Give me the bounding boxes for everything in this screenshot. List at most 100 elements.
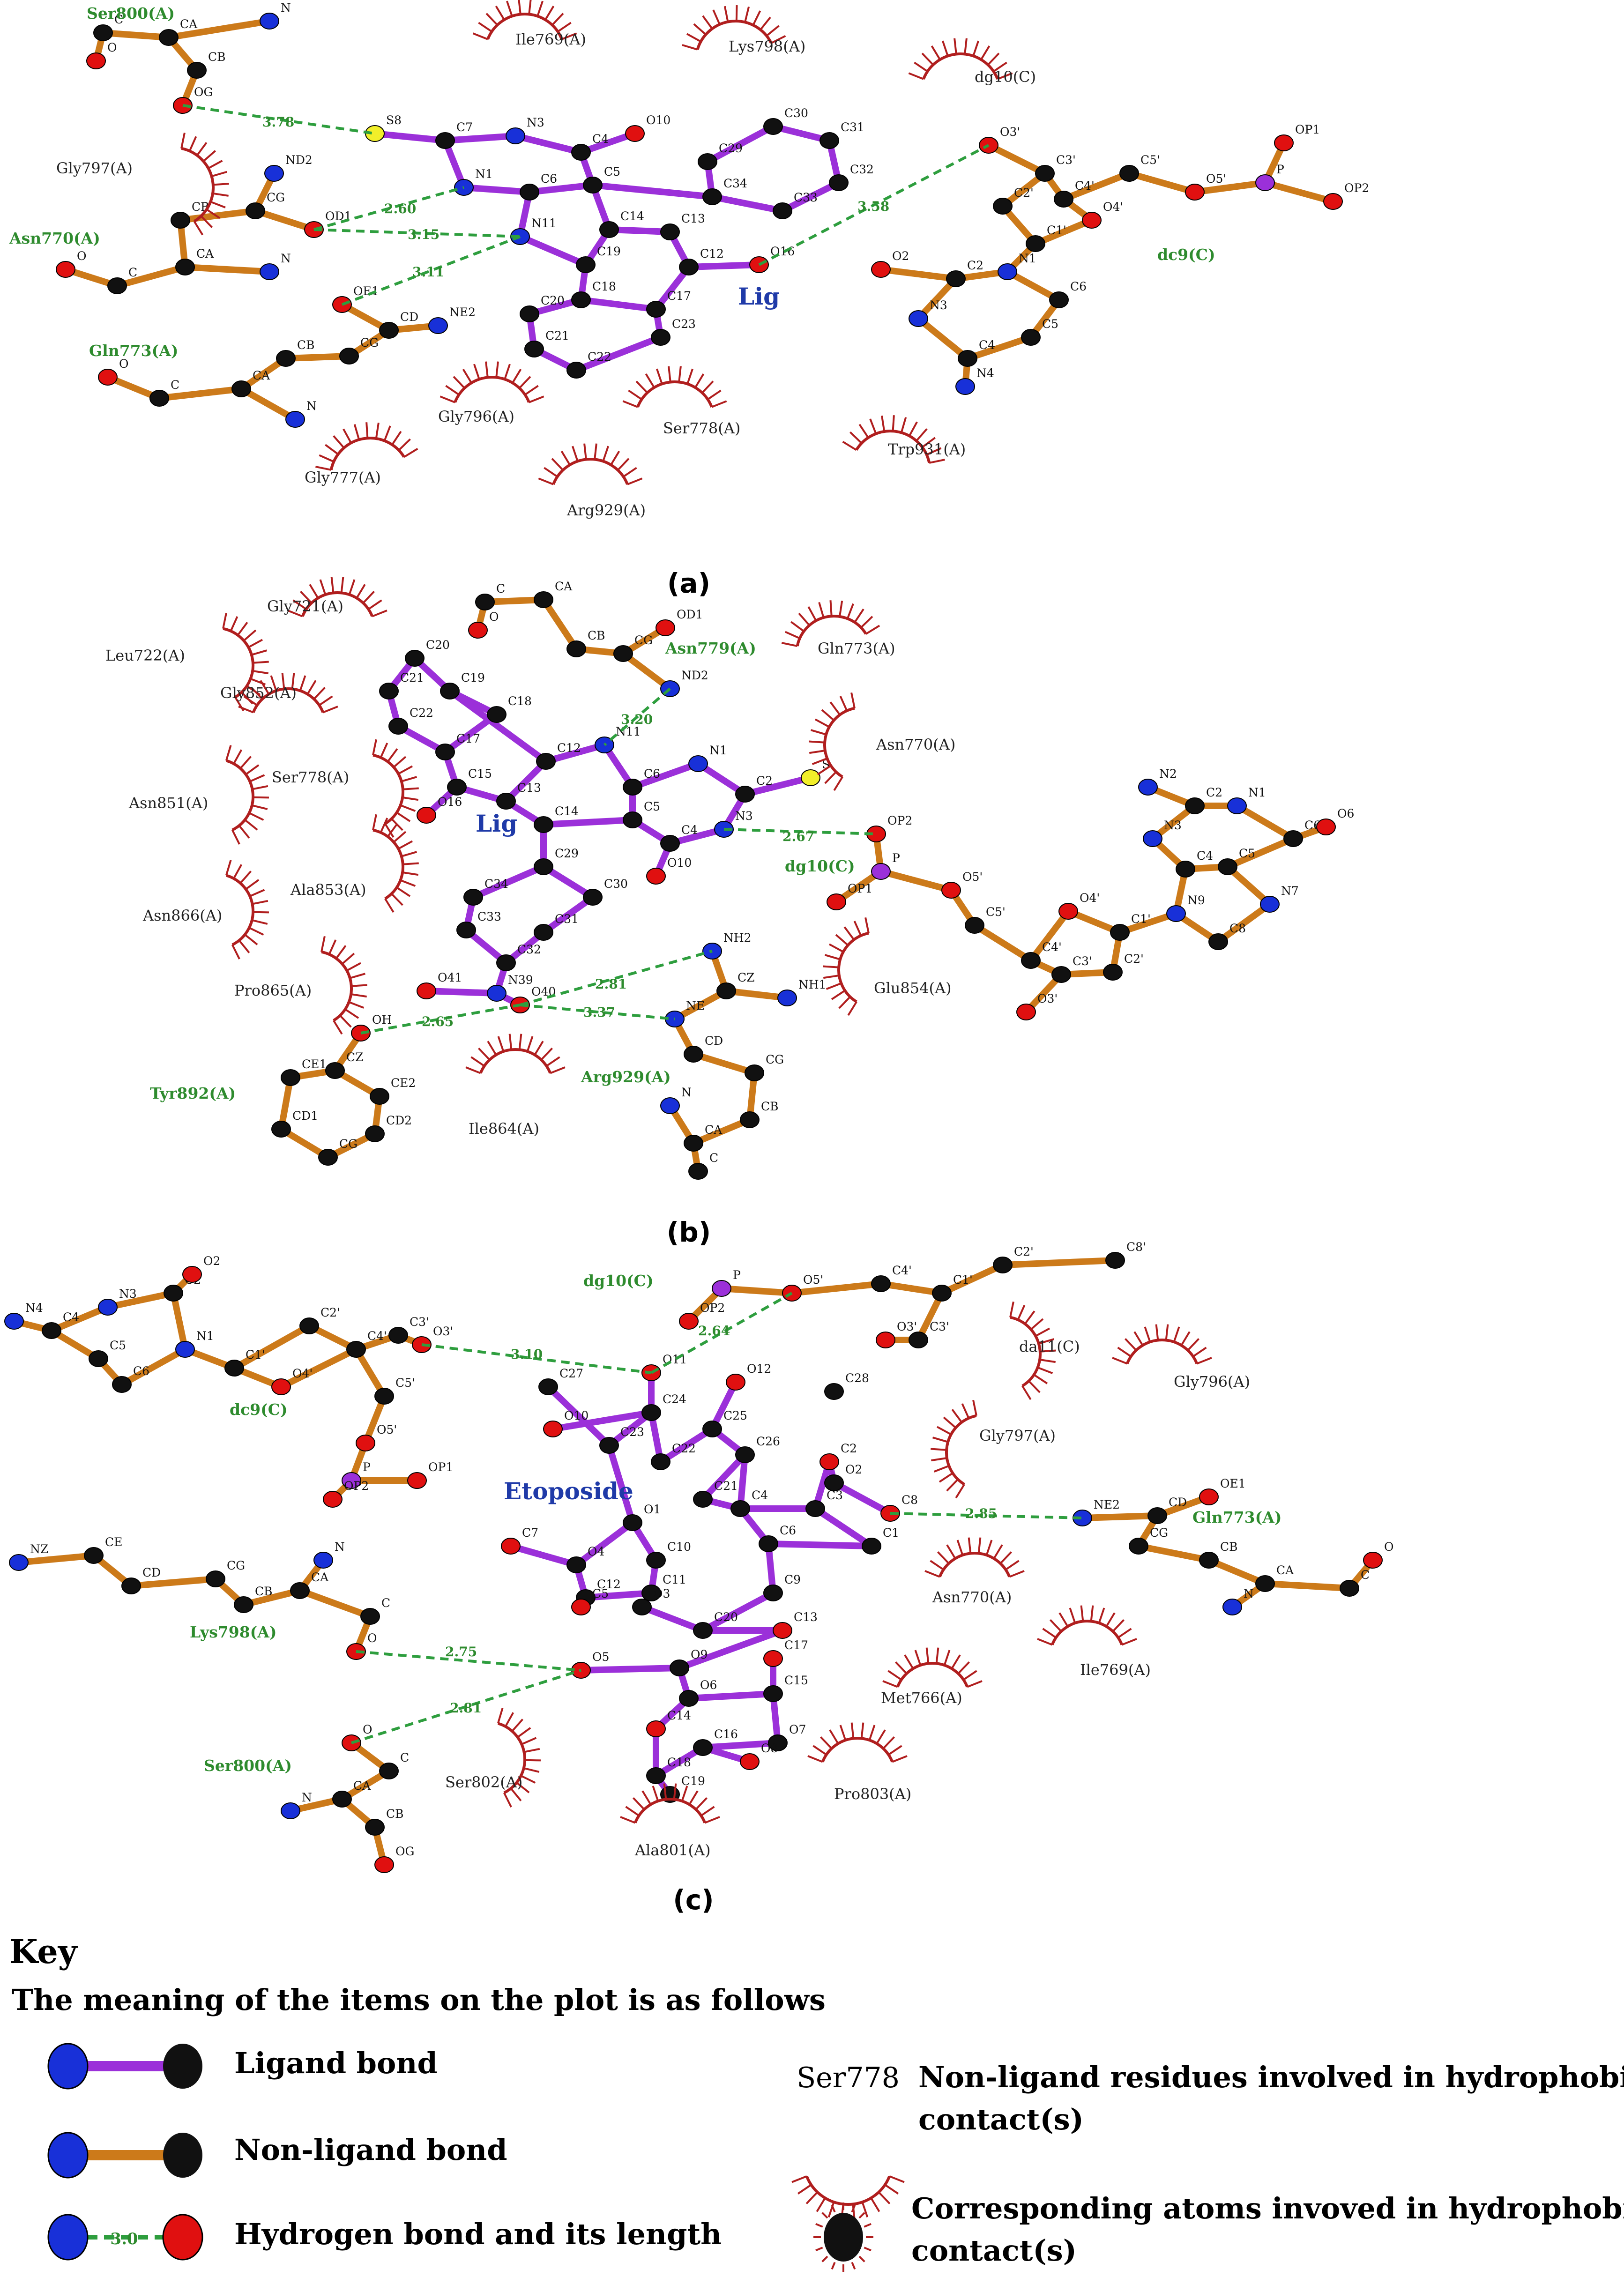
bond	[353, 1346, 387, 1399]
atom-label: C2'	[1124, 952, 1144, 966]
atom-label: N3	[1164, 819, 1182, 832]
atom	[360, 1608, 380, 1625]
atom-label: C14	[620, 209, 644, 223]
atom-label: NE2	[1094, 1498, 1120, 1511]
atom	[260, 13, 279, 30]
atom	[576, 256, 596, 273]
atom-label: CA	[311, 1570, 329, 1584]
atom-label: C19	[597, 245, 621, 258]
atom-label: C12	[700, 247, 724, 260]
atom-label: CB	[297, 338, 315, 352]
atom	[98, 369, 118, 386]
hydrophobic-arc	[538, 443, 643, 485]
atom	[1208, 933, 1228, 950]
atom	[651, 1453, 670, 1470]
atom	[862, 1538, 881, 1555]
atom	[684, 1135, 703, 1152]
atom	[346, 1341, 366, 1358]
atom-label: C	[709, 1151, 718, 1165]
atom	[998, 263, 1017, 280]
atom	[1147, 1507, 1167, 1524]
key-hydrophobic-label: Non-ligand residues involved in hydropho…	[918, 2060, 1624, 2094]
atom-label: O4'	[1080, 891, 1100, 905]
hydrophobic-residue: Asn770(A)	[932, 1588, 1012, 1606]
bond	[119, 1346, 188, 1388]
atom-label: C22	[588, 350, 611, 364]
atom-label: O5'	[1206, 172, 1226, 186]
atom	[693, 1491, 713, 1508]
hydrogen-bond	[360, 1004, 521, 1034]
atom	[496, 954, 516, 971]
atom-label: O9	[691, 1648, 708, 1661]
atom	[290, 1582, 310, 1599]
hbond-length: 3.58	[857, 199, 889, 214]
hydrogen-bond	[520, 1004, 675, 1020]
atom-label: C	[171, 378, 179, 392]
atom	[1274, 134, 1294, 151]
hydrophobic-arc	[1009, 1301, 1056, 1400]
atom	[435, 744, 455, 760]
bond	[1117, 910, 1179, 936]
atom	[93, 24, 113, 41]
atom	[112, 1376, 132, 1393]
residue-name: dg10(C)	[583, 1272, 654, 1290]
atom-label: C15	[784, 1674, 808, 1687]
hydrogen-bond	[356, 1650, 581, 1672]
bond	[156, 386, 245, 402]
atom	[536, 753, 556, 770]
atom-label: CG	[227, 1559, 245, 1572]
bond	[48, 1304, 111, 1334]
atom	[407, 1472, 427, 1489]
hydrophobic-arc	[440, 361, 544, 403]
atom-label: N	[335, 1540, 345, 1554]
atom-label: O	[489, 610, 499, 624]
key-ligand-bond-label: Ligand bond	[234, 2046, 438, 2080]
atom	[224, 1360, 244, 1377]
atom-label: O10	[564, 1409, 589, 1422]
atom-label: CD	[705, 1034, 723, 1048]
atom	[965, 917, 984, 934]
residue-name: Gln773(A)	[89, 342, 178, 360]
atom-label: N4	[25, 1301, 43, 1315]
bond	[939, 1262, 1006, 1296]
atom-label: NH1	[798, 978, 827, 991]
atom-label: C4'	[367, 1329, 387, 1343]
atom	[417, 807, 436, 824]
key-hbond-sample-length: 3.0	[110, 2230, 138, 2248]
atom	[1218, 858, 1237, 875]
hydrophobic-residue: Ser778(A)	[663, 419, 740, 437]
atom	[534, 924, 553, 941]
atom-label: N1	[1248, 786, 1266, 799]
atom-label: O7	[789, 1723, 806, 1736]
atom-label: C30	[604, 877, 628, 891]
bond	[545, 1384, 612, 1449]
atom-label: OP1	[848, 882, 872, 895]
atom	[1021, 329, 1041, 346]
atom-label: C14	[555, 804, 579, 818]
atom-label: O3	[653, 1587, 670, 1600]
residue-name: Arg929(A)	[581, 1068, 671, 1086]
atom	[876, 1332, 895, 1348]
bond	[540, 894, 596, 936]
atom-label: C2	[967, 259, 983, 272]
hydrophobic-arc	[320, 936, 367, 1035]
bond	[543, 742, 608, 765]
atom	[496, 793, 516, 810]
atom	[958, 350, 977, 367]
atom	[159, 29, 179, 46]
atom-label: C2'	[1014, 186, 1034, 200]
atom-label: C4	[979, 338, 995, 352]
atom	[740, 1111, 760, 1128]
bond	[1192, 179, 1268, 195]
atom	[264, 165, 284, 182]
atom	[871, 261, 891, 278]
atom	[260, 263, 279, 280]
bond	[1224, 835, 1296, 870]
atom	[763, 1585, 783, 1601]
atom	[299, 1317, 319, 1334]
atom	[276, 350, 296, 367]
atom-label: N11	[531, 216, 557, 230]
residue-name: dc9(C)	[1157, 246, 1215, 264]
